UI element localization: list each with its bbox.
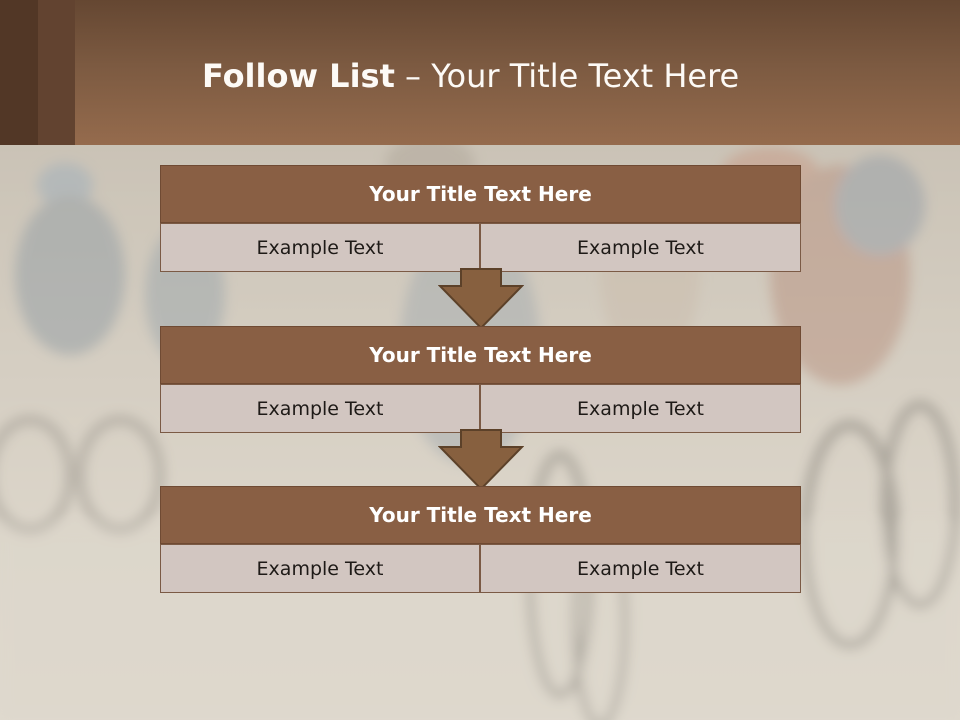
slide-title: Follow List – Your Title Text Here (202, 54, 739, 98)
header-band: Follow List – Your Title Text Here (0, 0, 960, 145)
header-accent-bar (38, 0, 75, 145)
slide-title-bold: Follow List (202, 57, 395, 95)
block-cell-right: Example Text (480, 223, 801, 272)
block-cell-right: Example Text (480, 384, 801, 433)
slide-title-rest: – Your Title Text Here (394, 57, 740, 95)
block-title: Your Title Text Here (160, 486, 801, 544)
block-cell-left: Example Text (160, 223, 480, 272)
header-accent-bar-dark (0, 0, 38, 145)
block-cell-left: Example Text (160, 384, 480, 433)
block-cell-left: Example Text (160, 544, 480, 593)
down-arrow-icon (438, 268, 524, 330)
block-title: Your Title Text Here (160, 326, 801, 384)
block-cell-right: Example Text (480, 544, 801, 593)
block-title: Your Title Text Here (160, 165, 801, 223)
down-arrow-icon (438, 429, 524, 491)
